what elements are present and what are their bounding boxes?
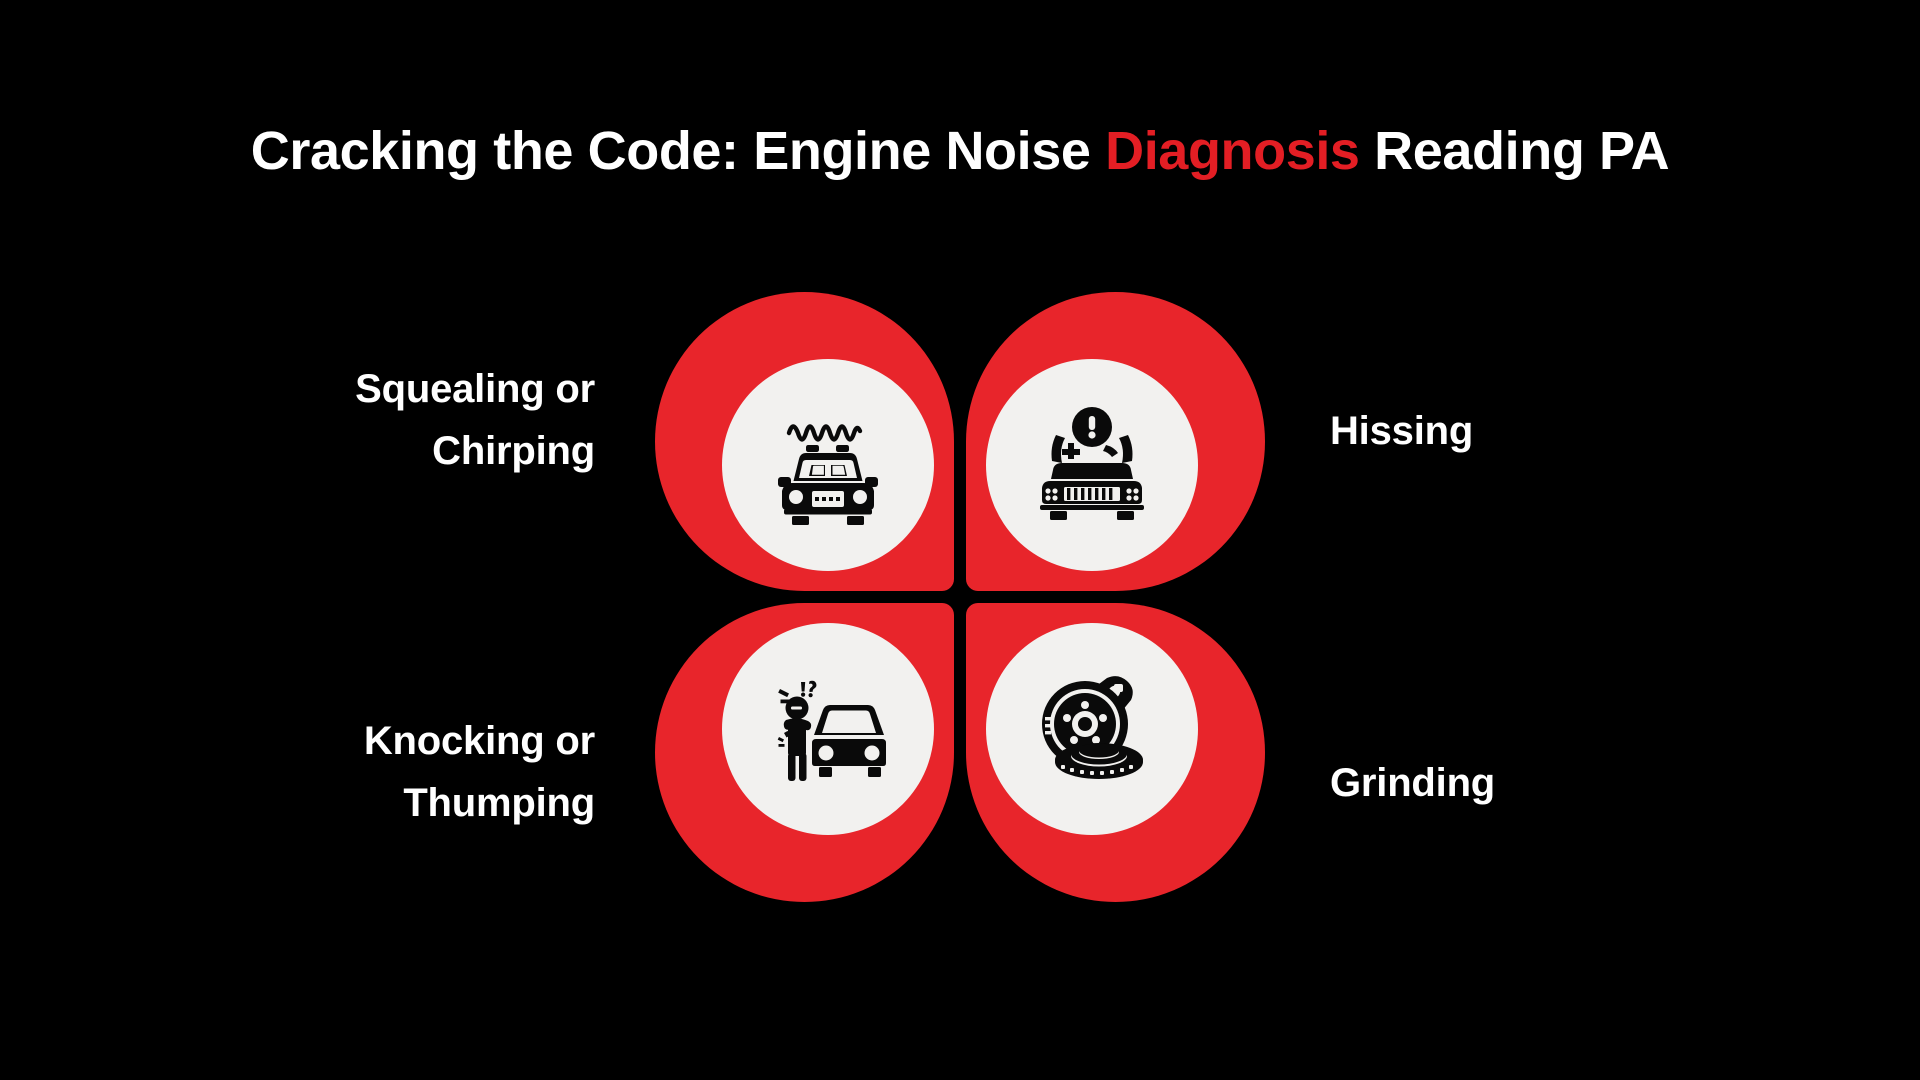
label-squealing-or-chirping: Squealing or Chirping	[175, 358, 595, 482]
confused-driver-car-icon	[760, 661, 896, 797]
label-squealing-line-2: Chirping	[432, 429, 595, 473]
label-squealing-line-1: Squealing or	[355, 367, 595, 411]
label-grinding-line-1: Grinding	[1330, 761, 1496, 805]
page-title-part-2: Reading PA	[1359, 121, 1670, 182]
icon-disc-top-left	[722, 359, 934, 571]
label-hissing-line-1: Hissing	[1330, 409, 1474, 453]
label-knocking-line-1: Knocking or	[363, 719, 595, 763]
page-title-accent: Diagnosis	[1105, 121, 1360, 182]
label-knocking-or-thumping: Knocking or Thumping	[175, 710, 595, 834]
quadrant-top-left[interactable]	[655, 292, 954, 591]
icon-disc-top-right	[986, 359, 1198, 571]
icon-disc-bottom-right	[986, 623, 1198, 835]
car-front-warning-alert-icon	[1026, 399, 1158, 531]
icon-disc-bottom-left	[722, 623, 934, 835]
label-grinding: Grinding	[1330, 752, 1790, 814]
label-knocking-line-2: Thumping	[403, 781, 595, 825]
quadrant-cluster	[655, 292, 1265, 902]
page-title-part-1: Cracking the Code: Engine Noise	[250, 121, 1106, 182]
brake-rotor-caliper-icon	[1025, 662, 1159, 796]
car-front-sound-waves-icon	[762, 399, 894, 531]
quadrant-bottom-left[interactable]	[655, 603, 954, 902]
quadrant-top-right[interactable]	[966, 292, 1265, 591]
label-hissing: Hissing	[1330, 400, 1790, 462]
quadrant-bottom-right[interactable]	[966, 603, 1265, 902]
page-title: Cracking the Code: Engine Noise Diagnosi…	[0, 120, 1920, 184]
